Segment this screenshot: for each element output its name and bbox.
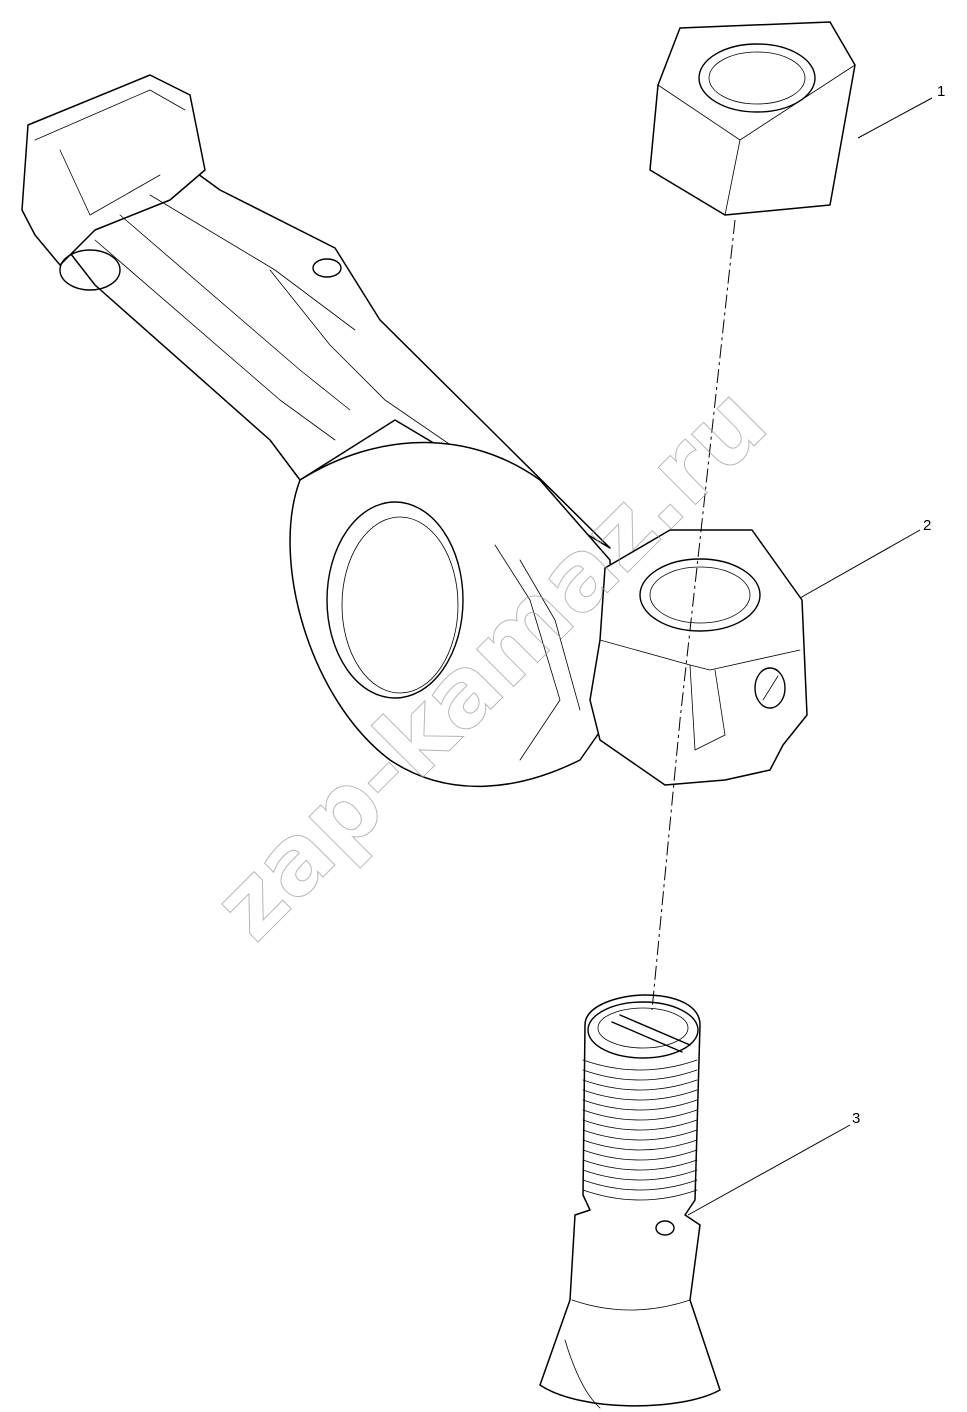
screw-thread xyxy=(582,1059,698,1201)
callout-1: 1 xyxy=(857,83,945,139)
callout-label-3: 3 xyxy=(852,1110,860,1127)
callout-label-1: 1 xyxy=(937,83,945,100)
callout-2: 2 xyxy=(799,517,931,599)
assembly-axis xyxy=(651,219,736,1011)
callout-label-2: 2 xyxy=(923,517,931,534)
adjusting-boss xyxy=(589,529,808,786)
rocker-arm xyxy=(21,74,616,788)
adjusting-screw xyxy=(539,994,721,1409)
hex-nut xyxy=(649,21,856,216)
callout-3: 3 xyxy=(687,1110,860,1216)
